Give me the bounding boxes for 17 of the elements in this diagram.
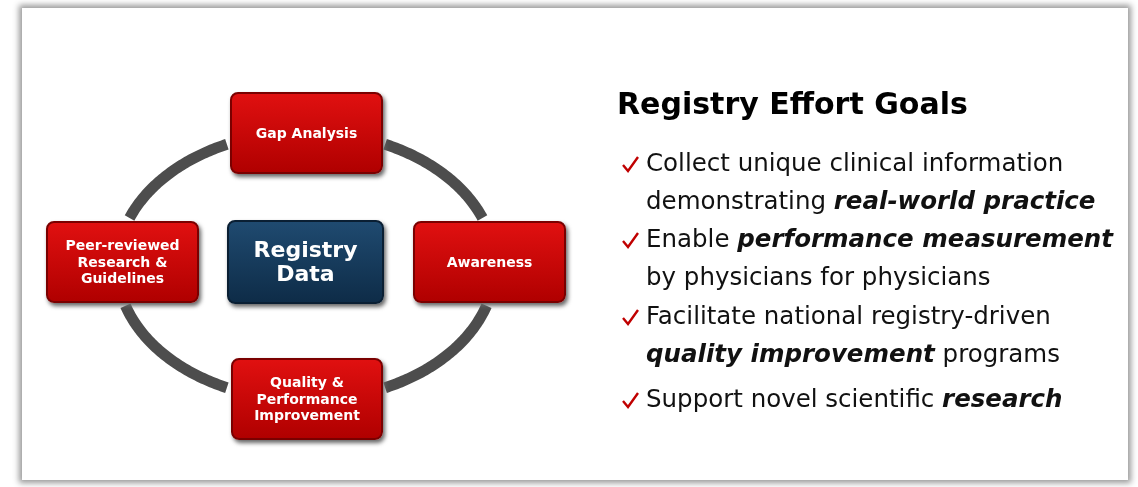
- heading: Registry Effort Goals: [617, 86, 968, 121]
- process-box: [230, 92, 383, 174]
- box-label: Peer-reviewed Research & Guidelines: [64, 236, 181, 288]
- process-box: [413, 221, 566, 303]
- ring-connector: [124, 139, 231, 222]
- box-label: Gap Analysis: [254, 124, 359, 142]
- process-box: [46, 221, 199, 303]
- center-box: [227, 220, 384, 304]
- box-label: Awareness: [445, 253, 534, 271]
- box-label: Quality & Performance Improvement: [253, 373, 361, 425]
- goal-text: Support novel scientific research: [646, 383, 1064, 415]
- ring-connector: [381, 139, 488, 222]
- box-label: Registry Data: [252, 237, 359, 287]
- ring-connector: [381, 301, 492, 393]
- goal-text: Enable performance measurement by physicians for physicians: [646, 223, 1115, 293]
- process-box: [231, 358, 383, 440]
- ring-connector: [120, 301, 231, 393]
